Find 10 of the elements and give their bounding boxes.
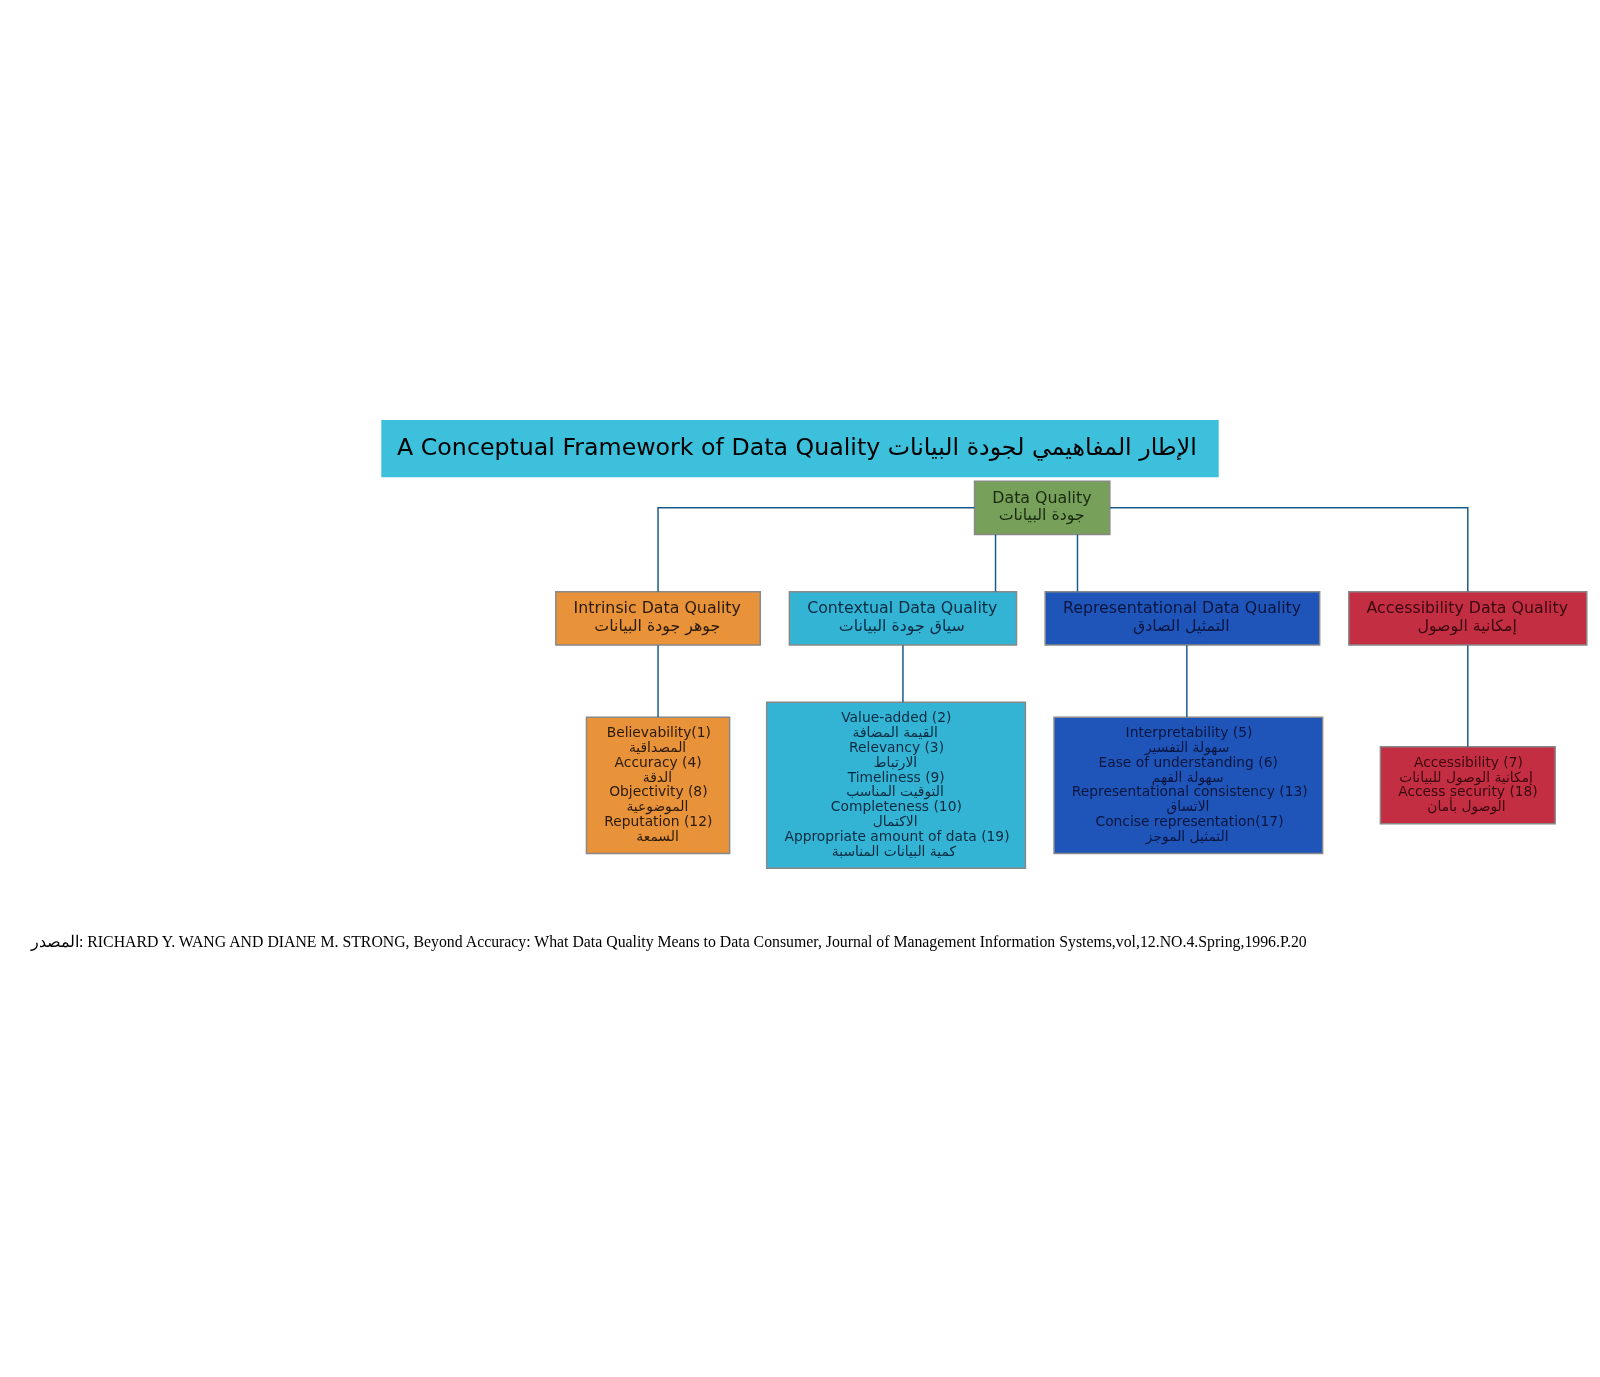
diagram-title: A Conceptual Framework of Data Quality الإطار المفاهيمي لجودة البيانات [397, 432, 1197, 461]
connector [1076, 533, 1079, 593]
connector [1109, 507, 1469, 593]
connector [1467, 644, 1469, 748]
connector [1186, 644, 1188, 718]
connector [902, 644, 904, 703]
connector [657, 507, 976, 593]
connector [994, 533, 997, 593]
connector [657, 644, 659, 718]
caption: المصدر: RICHARD Y. WANG AND DIANE M. STRONG, Beyond Accuracy: What Data Quality Means to Data Consumer, Journal of Management Information Systems,vol,12.NO.4.Spring,1996.P.20 [30, 933, 1307, 951]
